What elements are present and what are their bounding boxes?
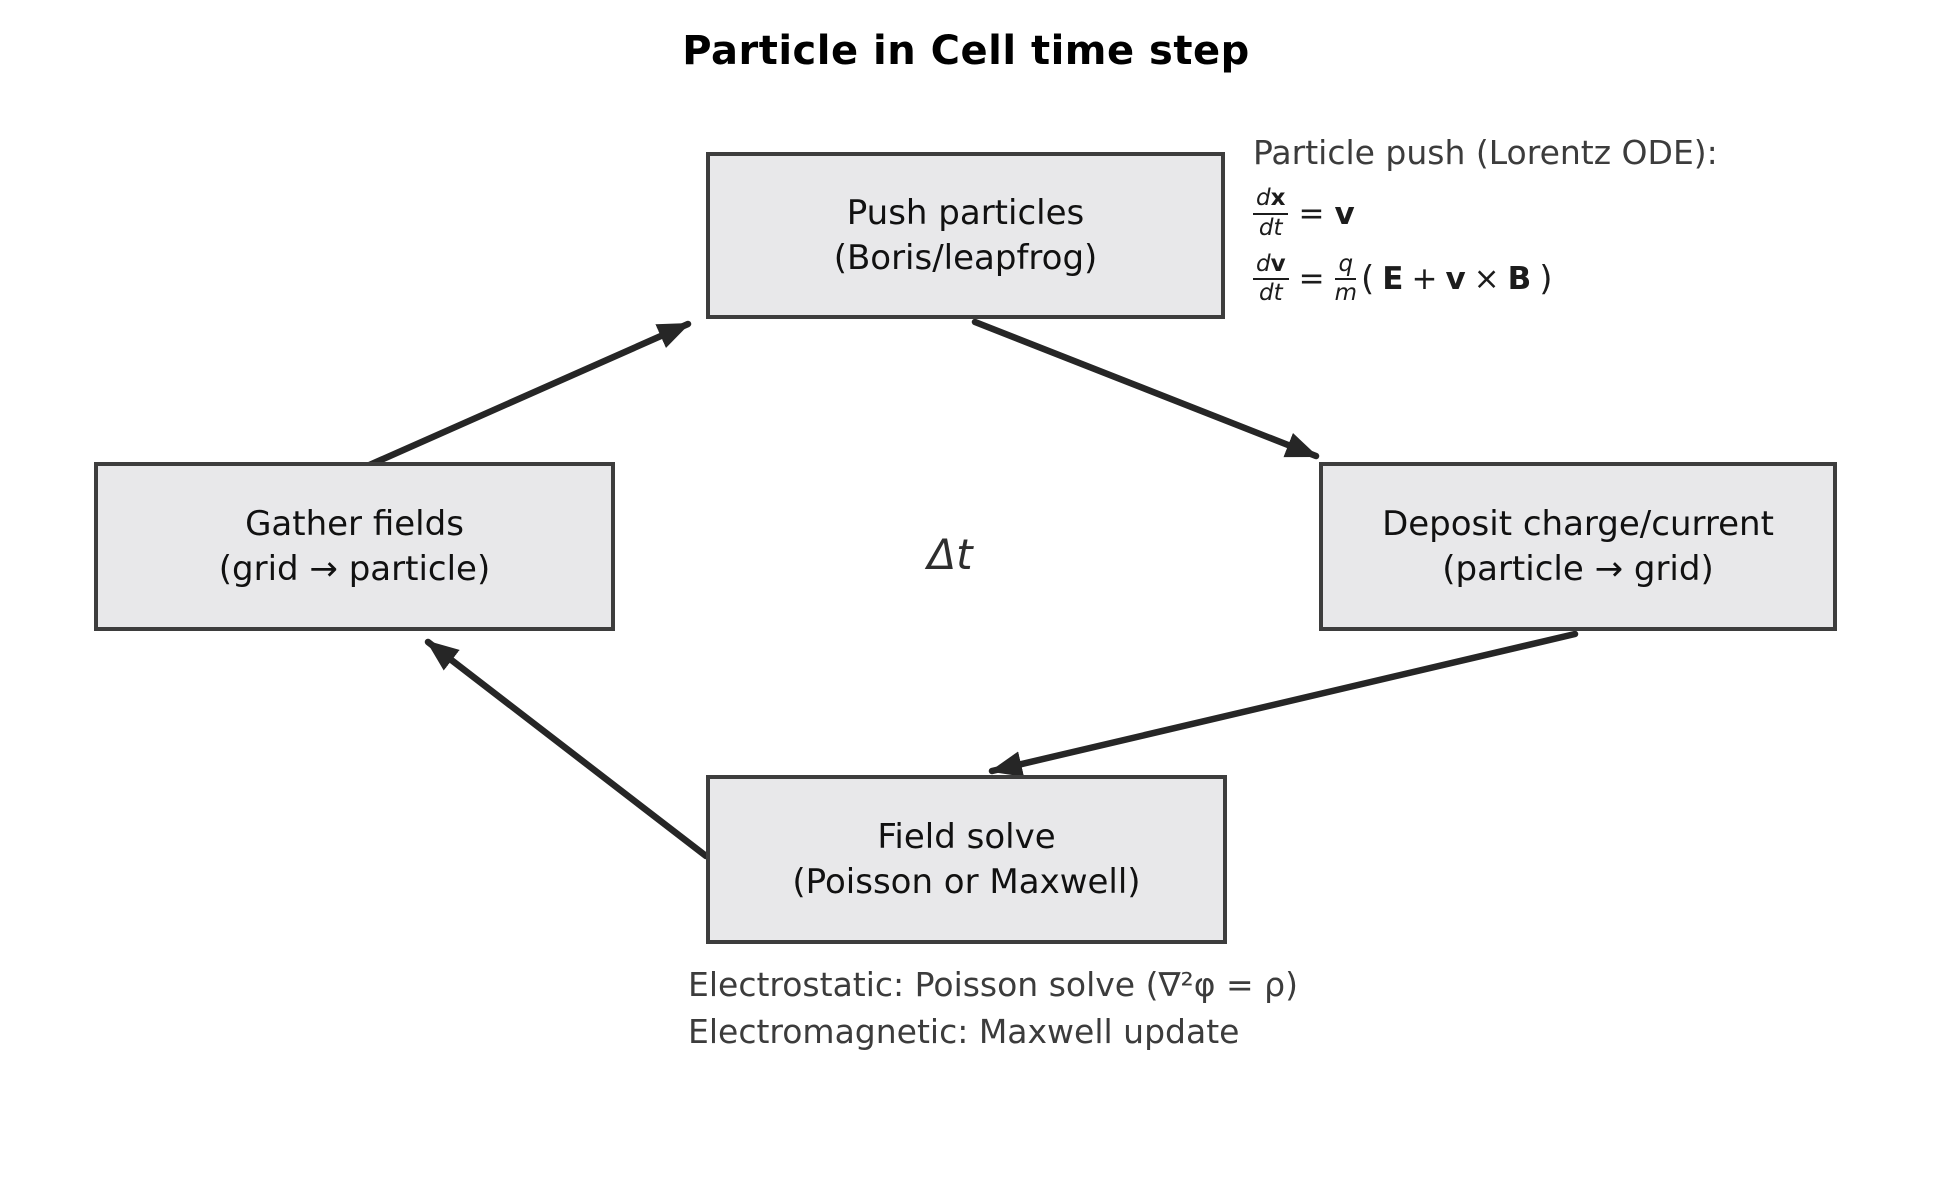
eq1-dt: dt: [1258, 214, 1283, 241]
eq2-open-paren: (: [1361, 259, 1375, 300]
eq2-q: q: [1338, 250, 1354, 277]
eq2-equals: =: [1298, 261, 1325, 298]
eq2-E: E: [1382, 261, 1404, 298]
eq2-dt: dt: [1258, 280, 1283, 307]
particle-push-annotation: Particle push (Lorentz ODE): dx dt = v d…: [1253, 133, 1718, 317]
eq2-m: m: [1334, 280, 1357, 307]
box-field-solve: Field solve (Poisson or Maxwell): [706, 775, 1227, 944]
box-field-line1: Field solve: [877, 816, 1056, 857]
fraction-q-m: q m: [1334, 250, 1357, 308]
box-push-line2: (Boris/leapfrog): [833, 237, 1098, 278]
eq1-d: d: [1256, 185, 1271, 211]
eq2-d: d: [1256, 250, 1271, 277]
field-solve-annotation: Electrostatic: Poisson solve (∇²φ = ρ) E…: [688, 962, 1298, 1056]
box-deposit-charge: Deposit charge/current (particle → grid): [1319, 462, 1837, 631]
timestep-label: Δt: [927, 530, 973, 579]
eq2-close-paren: ): [1539, 259, 1553, 300]
eq2-v: v: [1270, 250, 1286, 277]
electrostatic-note: Electrostatic: Poisson solve (∇²φ = ρ): [688, 965, 1298, 1004]
lorentz-heading: Particle push (Lorentz ODE):: [1253, 133, 1718, 172]
eq1-x: x: [1270, 185, 1286, 211]
eq2-vel: v: [1445, 261, 1466, 298]
box-push-particles: Push particles (Boris/leapfrog): [706, 152, 1225, 319]
arrow-push-to-deposit: [971, 318, 1320, 460]
box-field-line2: (Poisson or Maxwell): [792, 861, 1141, 902]
box-gather-line1: Gather fields: [245, 503, 464, 544]
box-deposit-line2: (particle → grid): [1442, 548, 1714, 589]
electromagnetic-note: Electromagnetic: Maxwell update: [688, 1011, 1240, 1051]
arrow-deposit-to-field: [988, 630, 1579, 777]
eq2-B: B: [1507, 261, 1532, 298]
equation-dxdt: dx dt = v: [1253, 185, 1718, 242]
eq1-equals: =: [1298, 195, 1325, 232]
equation-dvdt: dv dt = q m ( E + v × B ): [1253, 250, 1718, 308]
arrow-gather-to-push: [361, 320, 692, 471]
eq2-cross: ×: [1473, 261, 1500, 298]
box-deposit-line1: Deposit charge/current: [1382, 503, 1774, 544]
fraction-dx-dt: dx dt: [1253, 185, 1289, 242]
box-push-line1: Push particles: [846, 192, 1085, 233]
box-gather-line2: (grid → particle): [218, 548, 491, 589]
eq1-v: v: [1334, 195, 1355, 232]
diagram-title: Particle in Cell time step: [682, 28, 1250, 74]
eq2-plus: +: [1411, 261, 1438, 298]
box-gather-fields: Gather fields (grid → particle): [94, 462, 615, 631]
fraction-dv-dt: dv dt: [1253, 250, 1289, 308]
arrow-field-to-gather: [424, 638, 710, 860]
